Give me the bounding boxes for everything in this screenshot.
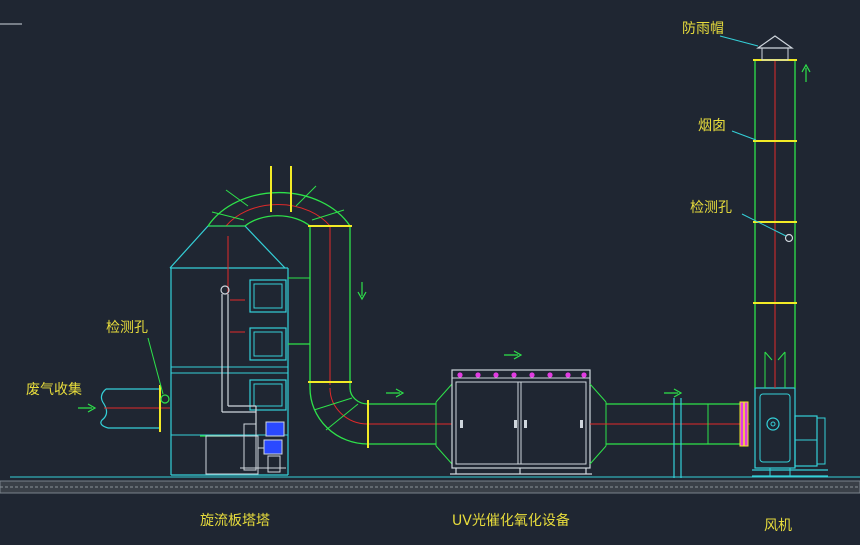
leader-rain-cap [719,35,759,47]
fan-impeller-icon [766,417,780,431]
flow-arrow-down-icon [357,282,367,301]
inlet-duct [78,337,170,432]
label-chimney: 烟囱 [698,118,726,134]
scrubber-tower [169,225,289,476]
uv-lamps [457,372,587,378]
flow-arrow-inlet-icon [78,403,97,413]
label-fan: 风机 [764,518,792,534]
swirl-plate-2 [249,327,287,361]
test-hole-right-icon [784,233,794,243]
uv-unit [450,350,592,475]
label-uv-equipment: UV光催化氧化设备 [452,512,570,529]
leader-test-hole-left [147,337,164,395]
down-duct [288,225,369,445]
flow-arrow-up-icon [801,63,811,82]
label-test-hole-left: 检测孔 [106,320,148,336]
rain-cap-icon [756,35,794,49]
label-rain-cap: 防雨帽 [682,21,724,37]
u-bend-duct [207,166,351,227]
spray-nozzle-icon [220,285,230,295]
test-hole-left-icon [160,394,170,404]
label-exhaust-collection: 废气收集 [26,381,82,398]
leader-chimney [731,130,757,141]
duct-to-fan [589,383,750,478]
ground [0,476,860,494]
swirl-plate-3 [249,379,287,411]
chimney [719,35,811,388]
flow-arrow-uv-top-icon [504,350,523,360]
label-scrubber-tower: 旋流板塔塔 [200,513,270,529]
flow-arrow-fan-in-icon [664,388,683,398]
duct-to-uv [367,383,453,465]
fan-unit [752,387,828,477]
pump-motor-icon [265,421,285,437]
flow-arrow-uv-in-icon [386,388,405,398]
swirl-plate-1 [249,279,287,313]
label-test-hole-right: 检测孔 [690,200,732,216]
leader-test-hole-right [741,213,787,237]
